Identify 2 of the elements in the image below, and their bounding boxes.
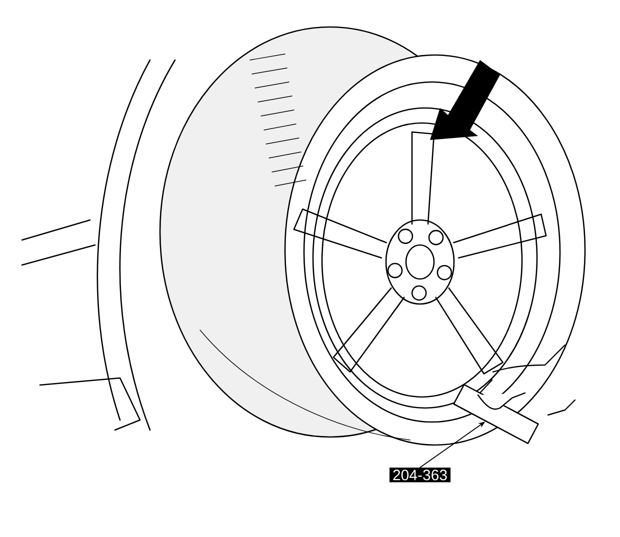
part-number-label: 204-363 bbox=[389, 468, 451, 482]
tool-drawing bbox=[453, 384, 539, 444]
